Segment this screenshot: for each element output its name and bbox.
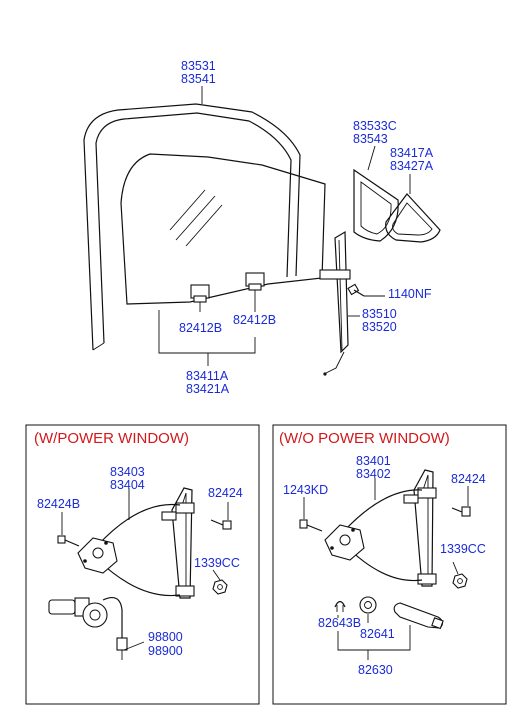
label-83531: 83531 xyxy=(181,59,216,73)
label-83543: 83543 xyxy=(353,132,388,146)
label-1140nf: 1140NF xyxy=(388,287,432,301)
bolt-82424-manual xyxy=(451,506,471,517)
label-83404: 83404 xyxy=(110,478,145,492)
label-83520: 83520 xyxy=(362,320,397,334)
glass-clip-left xyxy=(190,284,210,303)
label-83417a: 83417A xyxy=(390,146,434,160)
manual-window-panel xyxy=(272,424,507,705)
nut-1339cc-manual xyxy=(452,573,468,589)
rear-channel xyxy=(319,230,351,376)
label-82412b-right: 82412B xyxy=(233,313,276,327)
label-1243kd: 1243KD xyxy=(283,483,328,497)
label-82412b-left: 82412B xyxy=(179,321,222,335)
door-frame-channel xyxy=(83,103,301,351)
power-leader-lines xyxy=(61,488,229,651)
label-98900: 98900 xyxy=(148,644,183,658)
power-window-header: (W/POWER WINDOW) xyxy=(34,430,189,447)
label-83533c: 83533C xyxy=(353,119,397,133)
power-window-panel xyxy=(25,424,260,705)
label-82424-power: 82424 xyxy=(208,486,243,500)
glass-clip-right xyxy=(245,272,265,291)
power-regulator xyxy=(77,487,195,599)
label-83421a: 83421A xyxy=(186,382,230,396)
quarter-seal xyxy=(385,193,441,243)
door-glass xyxy=(120,153,326,305)
top-leader-lines xyxy=(158,86,411,366)
bolt-82424-power xyxy=(210,519,232,530)
screw-1243kd xyxy=(299,519,323,532)
label-1339cc-manual: 1339CC xyxy=(440,542,486,556)
screw-82424b xyxy=(57,535,80,547)
label-83402: 83402 xyxy=(356,467,391,481)
label-82641: 82641 xyxy=(360,627,395,641)
label-83403: 83403 xyxy=(110,465,145,479)
label-83510: 83510 xyxy=(362,307,397,321)
label-83541: 83541 xyxy=(181,72,216,86)
bolt-1140nf xyxy=(347,283,365,297)
label-83427a: 83427A xyxy=(390,159,434,173)
label-82630: 82630 xyxy=(358,663,393,677)
spring-82643b xyxy=(334,600,346,612)
window-motor xyxy=(48,597,128,660)
label-83411a: 83411A xyxy=(186,369,229,383)
manual-regulator xyxy=(324,469,437,587)
manual-leader-lines xyxy=(303,478,469,660)
quarter-glass xyxy=(353,168,399,242)
label-83401: 83401 xyxy=(356,454,391,468)
label-82424-manual: 82424 xyxy=(451,472,486,486)
label-1339cc-power: 1339CC xyxy=(194,556,240,570)
window-handle xyxy=(393,602,444,630)
manual-window-header: (W/O POWER WINDOW) xyxy=(279,430,450,447)
label-98800: 98800 xyxy=(148,630,183,644)
nut-1339cc-power xyxy=(212,579,228,595)
washer-82641 xyxy=(359,596,377,614)
label-82643b: 82643B xyxy=(318,616,361,630)
label-82424b: 82424B xyxy=(37,497,80,511)
